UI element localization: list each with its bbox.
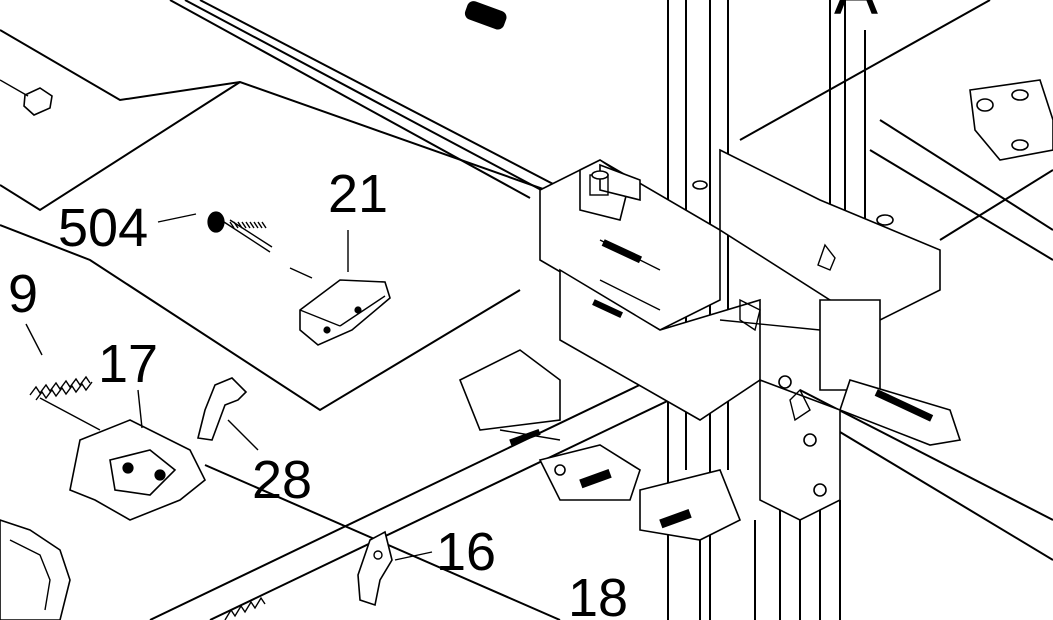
callout-21: 21 <box>328 164 388 224</box>
callout-18: 18 <box>568 568 628 620</box>
callout-9: 9 <box>8 264 38 324</box>
callout-28: 28 <box>252 450 312 510</box>
callout-16: 16 <box>436 522 496 582</box>
spring-9 <box>25 323 101 431</box>
callout-504: 504 <box>58 198 148 258</box>
main-frame-assembly <box>458 1 1053 541</box>
callout-17: 17 <box>98 334 158 394</box>
screw-504 <box>157 211 273 253</box>
upper-left-pin <box>0 79 53 116</box>
block-21 <box>289 230 391 346</box>
clip-16 <box>357 530 433 607</box>
lower-spring <box>224 596 266 620</box>
lever-17 <box>69 389 207 521</box>
bracket-28 <box>197 377 259 451</box>
callout-a: A <box>834 0 878 28</box>
lower-left-part <box>0 519 71 620</box>
